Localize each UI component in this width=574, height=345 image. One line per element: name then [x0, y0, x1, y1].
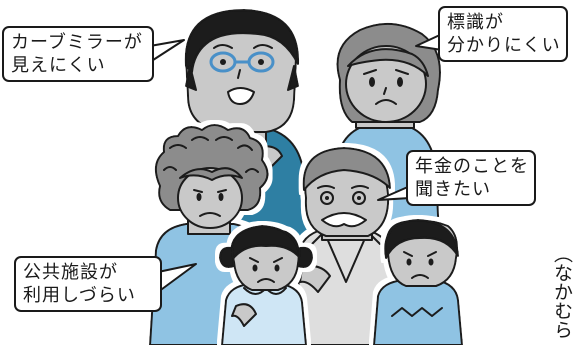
bubble-text-line: カーブミラーが [11, 32, 143, 53]
elderly-man [295, 147, 397, 345]
bubble-text-line: 年金のことを [415, 156, 529, 177]
girl-with-pigtails [219, 225, 313, 345]
boy [373, 219, 463, 345]
vertical-caption-part: か [551, 282, 573, 301]
bubble-text-line: 分かりにくい [447, 35, 561, 56]
vertical-caption: （なかむら [538, 244, 574, 345]
speech-bubble-curve-mirror: カーブミラーが 見えにくい [2, 26, 154, 82]
bubble-text-line: 聞きたい [415, 179, 491, 200]
speech-bubble-signs: 標識が 分かりにくい [438, 6, 568, 62]
bubble-tail-curve-mirror [149, 39, 185, 63]
bubble-text-line: 公共施設が [23, 262, 118, 283]
bubble-text-line: 標識が [447, 12, 504, 33]
bubble-text-line: 見えにくい [11, 55, 106, 76]
bubble-text-line: 利用しづらい [23, 285, 136, 306]
vertical-caption-part: む [551, 301, 573, 320]
speech-bubble-pension: 年金のことを 聞きたい [406, 150, 536, 206]
speech-bubble-facilities: 公共施設が 利用しづらい [14, 256, 162, 312]
vertical-caption-part: ら [551, 320, 573, 339]
vertical-caption-part: （な [551, 244, 573, 282]
